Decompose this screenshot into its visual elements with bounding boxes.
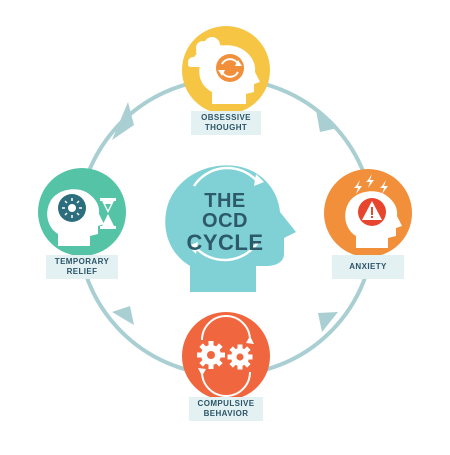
center-title-line1: THE OCD — [202, 190, 248, 232]
arrow-top-left — [112, 102, 134, 140]
center-title: THE OCD CYCLE — [180, 191, 270, 255]
label-obsessive-thought: OBSESSIVE THOUGHT — [191, 111, 261, 135]
label-obsessive-line2: THOUGHT — [204, 123, 248, 132]
label-compulsive-behavior: COMPULSIVE BEHAVIOR — [189, 397, 263, 421]
label-obsessive-line1: OBSESSIVE — [201, 113, 251, 122]
stage-anxiety — [324, 169, 412, 257]
stage-temporary-relief — [38, 168, 126, 256]
head-with-sun-and-hourglass-icon — [47, 189, 116, 246]
gears-icon — [197, 315, 254, 397]
stage-compulsive-behavior — [182, 312, 270, 400]
label-anxiety-text: ANXIETY — [349, 262, 387, 271]
center-title-line2: CYCLE — [186, 230, 264, 255]
label-relief-line2: RELIEF — [66, 267, 98, 276]
stage-obsessive-thought — [182, 26, 270, 114]
compulsive-circle — [182, 312, 270, 400]
head-with-thought-cycle-icon — [188, 37, 260, 104]
label-relief-line1: TEMPORARY — [54, 257, 110, 266]
label-anxiety: ANXIETY — [332, 255, 404, 279]
head-with-cycle-arrows-icon — [165, 165, 296, 292]
arrow-bottom-left — [112, 306, 134, 325]
arrow-bottom-right — [318, 312, 338, 332]
center-head — [165, 165, 296, 292]
label-temporary-relief: TEMPORARY RELIEF — [46, 255, 118, 279]
head-with-warning-icon — [345, 174, 402, 248]
label-compulsive-line1: COMPULSIVE — [197, 399, 255, 408]
arrow-top-right — [316, 110, 338, 132]
label-compulsive-line2: BEHAVIOR — [203, 409, 249, 418]
